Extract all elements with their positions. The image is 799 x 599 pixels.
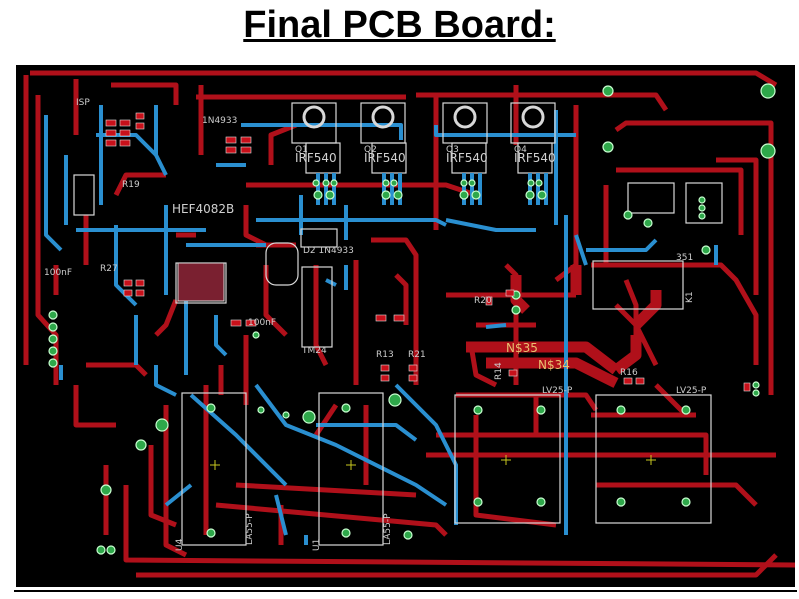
label-r14: R14 bbox=[494, 362, 504, 380]
bottom-rule bbox=[14, 590, 797, 592]
label-diode: 1N4933 bbox=[202, 116, 237, 126]
label-q4: Q4 bbox=[514, 145, 527, 155]
label-isp: ISP bbox=[76, 98, 90, 108]
label-diode2: D2 1N4933 bbox=[303, 246, 354, 256]
label-r20: R20 bbox=[474, 296, 492, 306]
label-u4: U4 bbox=[175, 538, 185, 551]
label-q2-part: IRF540 bbox=[364, 151, 406, 165]
net-label-35: N$35 bbox=[506, 341, 538, 355]
label-q3-part: IRF540 bbox=[446, 151, 488, 165]
page-title: Final PCB Board: bbox=[243, 4, 556, 46]
label-r16: R16 bbox=[620, 368, 638, 378]
label-conn-3: LA55-P bbox=[245, 513, 255, 545]
label-r19: R19 bbox=[122, 180, 140, 190]
mosfet-heatsinks bbox=[302, 105, 545, 129]
label-q1: Q1 bbox=[295, 145, 308, 155]
net-label-34: N$34 bbox=[538, 358, 570, 372]
power-traces bbox=[466, 265, 662, 388]
label-conn-1: LV25-P bbox=[542, 386, 573, 396]
label-q1-part: IRF540 bbox=[295, 151, 337, 165]
label-cap-2: 100nF bbox=[248, 318, 276, 328]
label-q2: Q2 bbox=[364, 145, 377, 155]
label-mcu: HEF4082B bbox=[172, 202, 234, 216]
pcb-layout-drawing: Q1 IRF540 Q2 IRF540 Q3 IRF540 Q4 IRF540 … bbox=[23, 70, 795, 578]
label-cap-1: 100nF bbox=[44, 268, 72, 278]
label-r27: R27 bbox=[100, 264, 118, 274]
pads bbox=[48, 83, 776, 555]
bottom-layer-traces bbox=[44, 105, 718, 545]
mosfet-pins bbox=[316, 173, 548, 205]
center-markers bbox=[210, 455, 656, 470]
label-tm24: TM24 bbox=[301, 346, 327, 356]
label-relay-code: 351 bbox=[676, 253, 693, 263]
top-layer-traces bbox=[23, 70, 795, 578]
pcb-board: Q1 IRF540 Q2 IRF540 Q3 IRF540 Q4 IRF540 … bbox=[16, 65, 795, 587]
mcu-body bbox=[177, 262, 225, 302]
label-r13: R13 bbox=[376, 350, 394, 360]
silkscreen-outlines bbox=[73, 102, 723, 546]
label-q4-part: IRF540 bbox=[514, 151, 556, 165]
label-q3: Q3 bbox=[446, 145, 459, 155]
silkscreen-labels: Q1 IRF540 Q2 IRF540 Q3 IRF540 Q4 IRF540 … bbox=[44, 98, 707, 551]
label-relay: K1 bbox=[685, 291, 695, 303]
smd-pads bbox=[105, 112, 751, 392]
label-conn-2: LV25-P bbox=[676, 386, 707, 396]
label-conn-4: LA55-P bbox=[383, 513, 393, 545]
label-u1: U1 bbox=[312, 539, 322, 551]
label-r21: R21 bbox=[408, 350, 426, 360]
